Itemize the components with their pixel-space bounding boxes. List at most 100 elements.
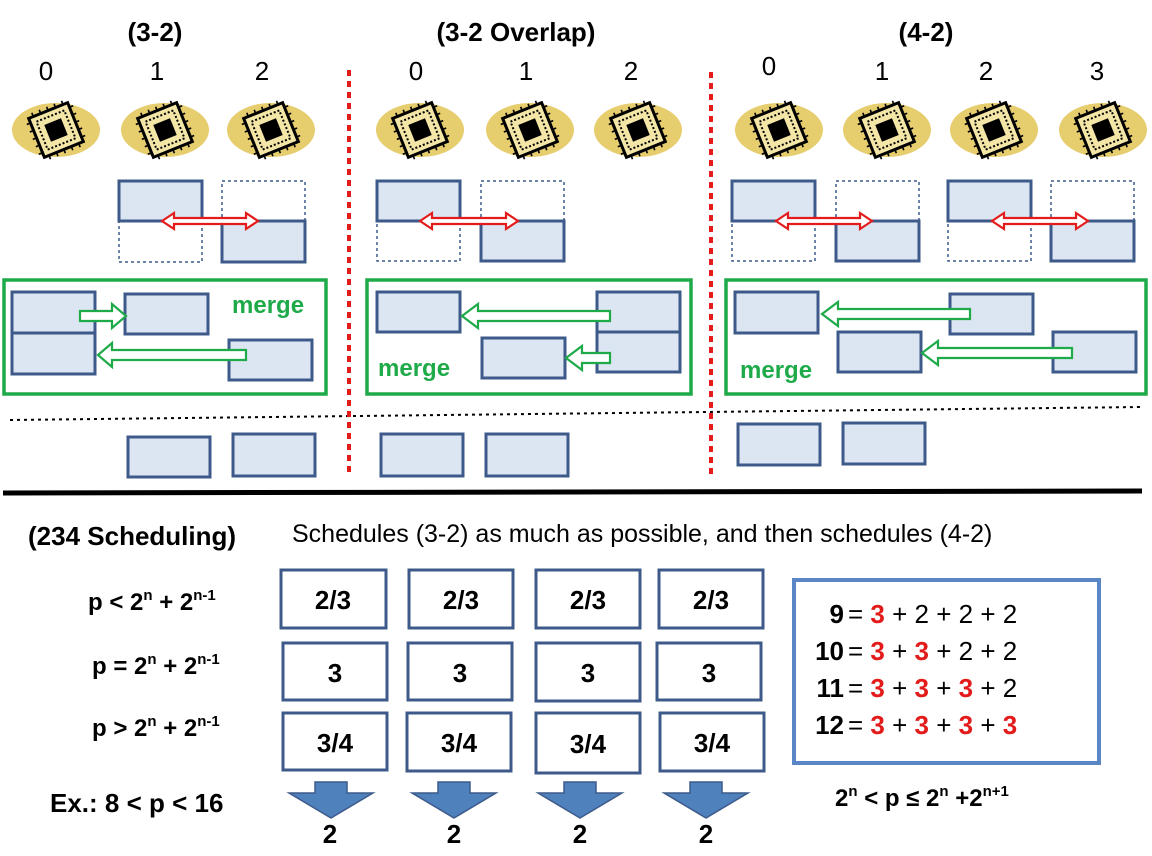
condition-less: p < 2n + 2n-1 — [88, 587, 216, 616]
processor-label: 2 — [624, 56, 638, 86]
schedule-cell — [405, 711, 513, 773]
schedule-cell-value: 2/3 — [315, 585, 351, 615]
merge-arrow-icon — [820, 299, 972, 329]
schedule-cell — [534, 641, 642, 703]
result-value: 2 — [699, 819, 713, 849]
schedule-cell-value: 3 — [328, 658, 342, 688]
schedule-cell-value: 3 — [453, 658, 467, 688]
exchange-arrow-icon — [990, 210, 1090, 232]
schedule-cell — [281, 711, 389, 772]
processor-label: 3 — [1090, 56, 1104, 86]
data-block — [375, 179, 462, 223]
down-arrow-icon — [535, 781, 625, 819]
equation-term-highlight: 3 — [870, 636, 884, 666]
section-title-3-2: (3-2) — [128, 17, 183, 47]
cpu-chip-icon — [1057, 95, 1149, 165]
schedule-cell — [279, 568, 388, 630]
result-block — [484, 432, 570, 478]
schedule-cell-value: 3 — [702, 658, 716, 688]
data-block — [733, 290, 820, 335]
equation-term: 2 — [959, 599, 973, 629]
down-arrow-icon — [409, 781, 499, 819]
processor-label: 1 — [875, 56, 889, 86]
schedule-cell — [534, 711, 642, 775]
processor-label: 0 — [409, 56, 423, 86]
cpu-chip-icon — [733, 95, 825, 165]
result-block — [841, 421, 927, 466]
schedule-cell-value: 2/3 — [693, 585, 729, 615]
merge-arrow-icon — [78, 301, 128, 331]
equation-term-highlight: 3 — [915, 636, 929, 666]
result-value: 2 — [323, 819, 337, 849]
schedule-cell-value: 3/4 — [317, 728, 354, 758]
schedule-cell — [407, 568, 515, 630]
cpu-chip-icon — [592, 95, 684, 165]
schedule-cell — [281, 641, 389, 702]
equation-box — [792, 578, 1101, 765]
data-block — [479, 219, 566, 263]
schedule-cell — [658, 711, 766, 773]
equation-term-highlight: 3 — [870, 673, 884, 703]
cpu-chip-icon — [841, 95, 933, 165]
equation-lhs: 10 — [815, 636, 844, 666]
condition-equal: p = 2n + 2n-1 — [92, 651, 220, 680]
down-arrow-icon — [661, 781, 751, 819]
result-block — [379, 432, 465, 478]
section-title-4-2: (4-2) — [899, 17, 954, 47]
equation-term-highlight: 3 — [959, 673, 973, 703]
result-block — [231, 432, 317, 478]
result-block — [736, 422, 822, 467]
equation-term: 2 — [1003, 599, 1017, 629]
data-block — [730, 179, 817, 223]
processor-label: 0 — [39, 56, 53, 86]
data-block — [375, 290, 462, 334]
equation-lhs: 12 — [815, 710, 844, 740]
condition-greater: p > 2n + 2n-1 — [92, 713, 220, 742]
data-block — [946, 179, 1033, 223]
equation-term: 2 — [915, 599, 929, 629]
section-title-3-2-overlap: (3-2 Overlap) — [437, 17, 596, 47]
result-block — [126, 435, 212, 479]
merge-arrow-icon — [96, 340, 248, 370]
processor-label: 2 — [979, 56, 993, 86]
processor-label: 0 — [762, 51, 776, 81]
processor-label: 2 — [255, 56, 269, 86]
data-block — [834, 219, 921, 263]
merge-label: merge — [378, 355, 450, 382]
exchange-arrow-icon — [160, 210, 260, 232]
data-block — [123, 292, 210, 336]
equation-term: 2 — [959, 636, 973, 666]
main-divider — [2, 488, 1143, 496]
merge-arrow-icon — [460, 301, 612, 331]
data-block — [10, 331, 97, 376]
cpu-chip-icon — [225, 95, 317, 165]
schedule-cell-value: 3/4 — [570, 729, 607, 759]
merge-label: merge — [740, 357, 812, 384]
merge-box-4-2 — [724, 278, 1148, 396]
processor-label: 1 — [150, 56, 164, 86]
data-block — [836, 330, 923, 374]
equation-term-highlight: 3 — [915, 673, 929, 703]
equation-list: 9= 3 + 2 + 2 + 210= 3 + 3 + 2 + 211= 3 +… — [815, 599, 1017, 740]
schedule-cell — [406, 641, 514, 702]
data-block — [480, 336, 567, 380]
schedule-cell-value: 2/3 — [443, 585, 479, 615]
equation-term: 2 — [1003, 673, 1017, 703]
cpu-chip-icon — [10, 95, 102, 165]
schedule-cell — [534, 568, 642, 630]
processor-label: 1 — [519, 56, 533, 86]
cpu-chip-icon — [948, 95, 1040, 165]
cpu-chip-icon — [119, 95, 211, 165]
schedule-cell — [655, 641, 763, 702]
schedule-cell-value: 3/4 — [694, 728, 731, 758]
equation-line: = 3 + 2 + 2 + 2 — [848, 599, 1017, 629]
exchange-arrow-icon — [774, 210, 874, 232]
equation-line: = 3 + 3 + 2 + 2 — [848, 636, 1017, 666]
cpu-chip-icon — [484, 95, 576, 165]
stage-separator — [9, 406, 1141, 421]
schedule-cell — [657, 568, 765, 630]
down-arrow-icon — [286, 781, 376, 819]
schedule-cell-value: 3 — [581, 658, 595, 688]
data-block — [220, 219, 307, 264]
